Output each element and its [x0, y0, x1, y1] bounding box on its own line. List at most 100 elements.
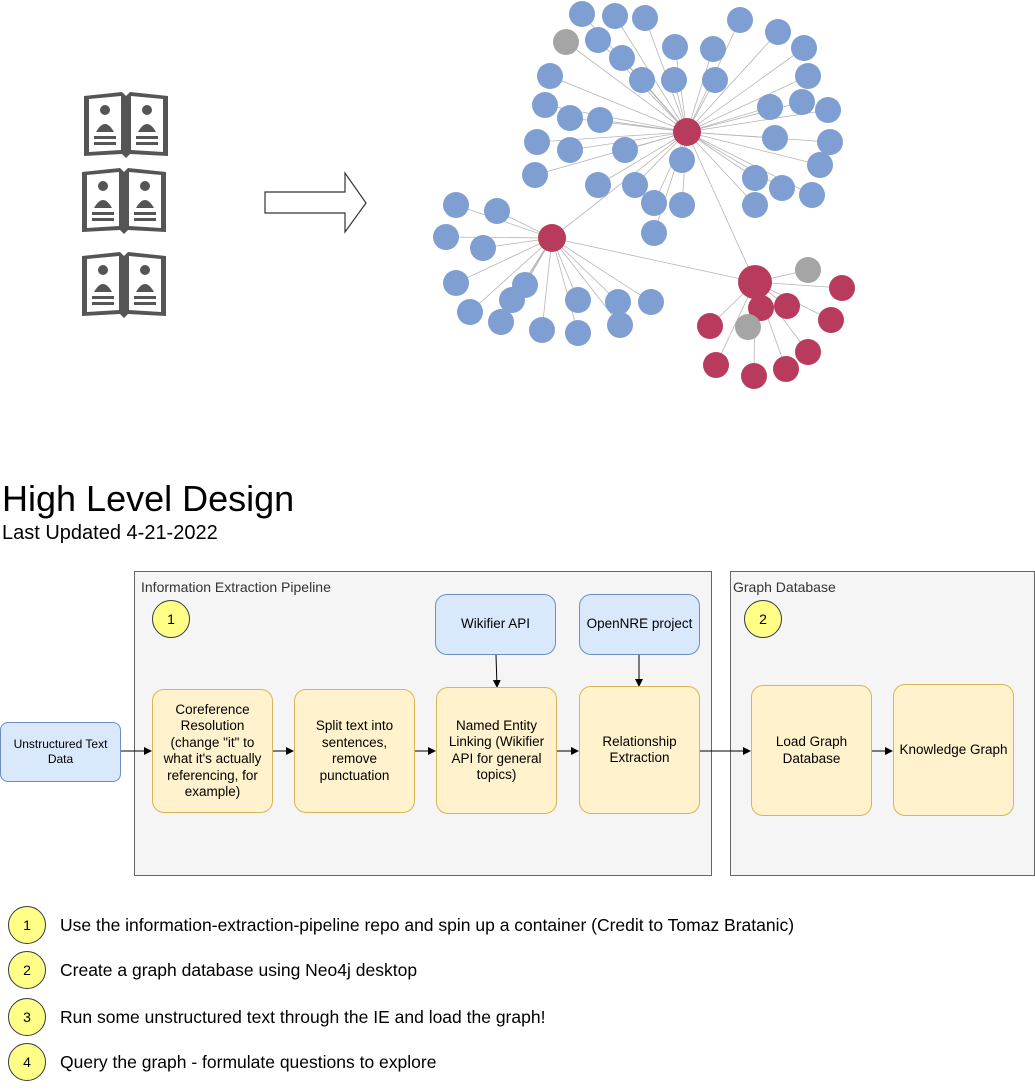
graph-node — [735, 314, 761, 340]
graph-node — [742, 192, 768, 218]
graph-node — [641, 190, 667, 216]
graph-node — [553, 29, 579, 55]
graph-node — [457, 299, 483, 325]
knowledge-graph-svg — [433, 1, 855, 389]
graph-node — [757, 94, 783, 120]
graph-node — [815, 97, 841, 123]
knowledge-graph-node[interactable]: Knowledge Graph — [893, 684, 1014, 816]
unstructured-text-node[interactable]: Unstructured Text Data — [0, 722, 121, 782]
graph-node — [569, 1, 595, 27]
split-text-node[interactable]: Split text into sentences, remove punctu… — [294, 689, 415, 813]
open-book-icon — [84, 92, 168, 158]
graph-node — [565, 287, 591, 313]
graph-node — [484, 198, 510, 224]
graph-node — [565, 320, 591, 346]
graph-node — [741, 363, 767, 389]
graph-node — [587, 107, 613, 133]
graph-edge — [686, 131, 831, 143]
graph-node — [748, 295, 774, 321]
step-item-1: 1 Use the information-extraction-pipelin… — [8, 906, 794, 944]
graph-node — [622, 172, 648, 198]
graph-node — [700, 36, 726, 62]
graph-edge — [686, 131, 756, 283]
open-book-icon — [82, 252, 166, 318]
graph-node — [765, 19, 791, 45]
top-illustration — [82, 92, 367, 318]
graph-node — [791, 35, 817, 61]
graph-node-hub-hemorrhagic — [538, 224, 566, 252]
graph-node-hub-stroke — [738, 265, 772, 299]
graph-node — [609, 45, 635, 71]
graph-node — [807, 152, 833, 178]
graph-node — [605, 289, 631, 315]
graph-node — [795, 63, 821, 89]
page-subtitle: Last Updated 4-21-2022 — [2, 522, 218, 544]
graph-node — [522, 162, 548, 188]
graph-node — [774, 293, 800, 319]
knowledge-graph-image — [430, 0, 860, 400]
page-title: High Level Design — [2, 478, 295, 519]
wikifier-api-node[interactable]: Wikifier API — [435, 594, 556, 655]
graph-node — [524, 129, 550, 155]
graph-edge — [549, 75, 688, 133]
graph-node — [669, 147, 695, 173]
graph-node — [585, 172, 611, 198]
graph-node — [641, 220, 667, 246]
graph-node — [443, 192, 469, 218]
graph-node — [443, 270, 469, 296]
opennre-project-node[interactable]: OpenNRE project — [579, 594, 700, 655]
graph-node — [818, 307, 844, 333]
step-number-badge: 2 — [8, 951, 46, 989]
graph-edge — [565, 41, 688, 133]
step-text: Query the graph - formulate questions to… — [60, 1052, 437, 1072]
graph-edge — [541, 237, 553, 331]
graph-node — [612, 137, 638, 163]
graph-node — [632, 5, 658, 31]
graph-node — [557, 137, 583, 163]
graph-node — [742, 165, 768, 191]
relationship-extraction-node[interactable]: Relationship Extraction — [579, 686, 700, 814]
step-text: Use the information-extraction-pipeline … — [60, 915, 795, 935]
graph-node — [669, 192, 695, 218]
step-number-badge: 3 — [8, 998, 46, 1036]
graph-node — [607, 312, 633, 338]
graph-edge — [686, 48, 714, 133]
graph-node — [512, 272, 538, 298]
graph-node — [661, 67, 687, 93]
graph-edge — [686, 131, 756, 206]
graph-edge — [551, 131, 688, 239]
graph-node — [697, 313, 723, 339]
graph-edge — [686, 106, 771, 133]
load-graph-database-node[interactable]: Load Graph Database — [751, 685, 872, 816]
graph-node-hub-ischemic — [673, 118, 701, 146]
graph-edge — [597, 131, 688, 186]
graph-edge — [455, 237, 553, 284]
graph-node — [829, 275, 855, 301]
graph-node — [795, 257, 821, 283]
graph-node — [799, 182, 825, 208]
graph-nodes — [433, 1, 855, 389]
graph-edge — [469, 237, 553, 313]
named-entity-linking-node[interactable]: Named Entity Linking (Wikifier API for g… — [436, 687, 557, 814]
graph-edge — [551, 237, 756, 283]
coreference-resolution-node[interactable]: Coreference Resolution (change "it" to w… — [152, 689, 273, 813]
graph-edge — [551, 237, 579, 334]
graph-node — [703, 352, 729, 378]
graph-node — [585, 27, 611, 53]
step-number-badge: 1 — [8, 906, 46, 944]
graph-node — [769, 175, 795, 201]
graph-node — [470, 235, 496, 261]
graph-node — [529, 317, 555, 343]
graph-node — [662, 34, 688, 60]
graph-node — [602, 3, 628, 29]
graph-edge — [551, 237, 652, 303]
step-item-3: 3 Run some unstructured text through the… — [8, 998, 545, 1036]
graph-edge — [536, 131, 688, 143]
step-number-badge: 4 — [8, 1043, 46, 1081]
graph-edge — [445, 236, 553, 239]
right-arrow-icon — [264, 171, 367, 234]
graph-node — [557, 105, 583, 131]
graph-node — [433, 224, 459, 250]
graph-node — [537, 63, 563, 89]
graph-edge — [686, 31, 779, 133]
